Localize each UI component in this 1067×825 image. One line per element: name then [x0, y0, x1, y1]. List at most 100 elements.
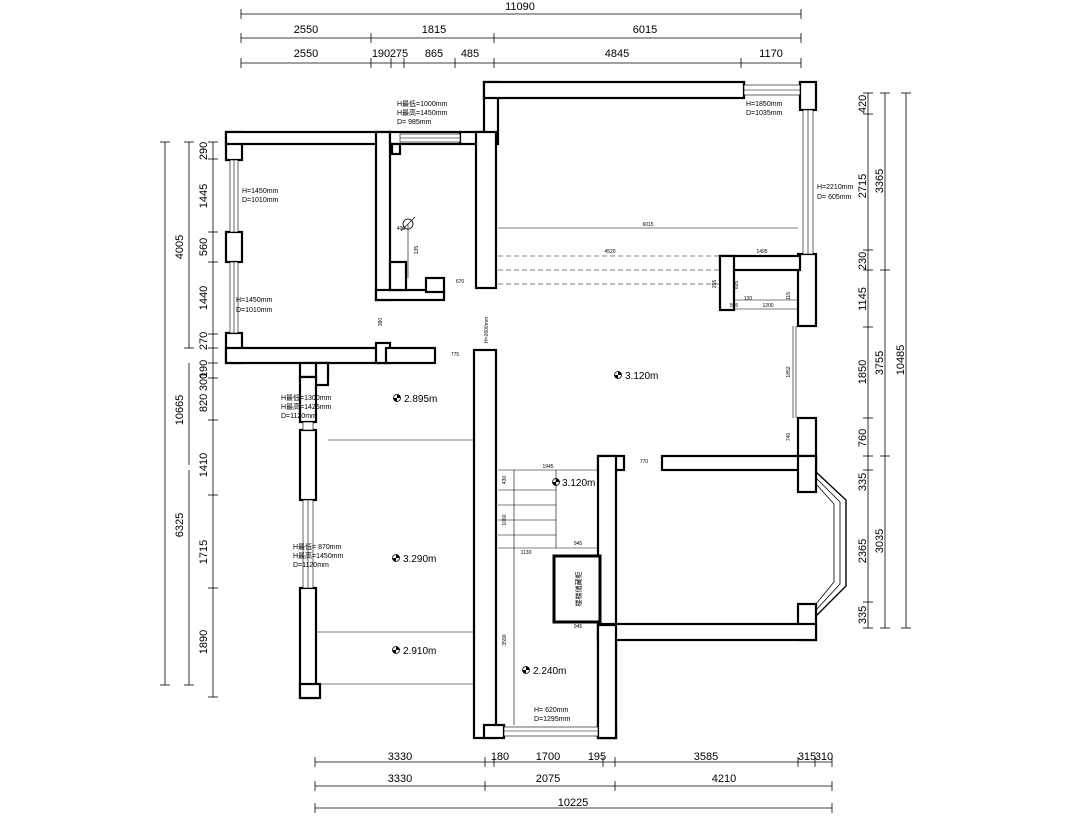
dim-right-3: 1145: [857, 287, 869, 311]
dim-left-4: 270: [198, 332, 210, 350]
svg-text:115: 115: [786, 292, 792, 300]
svg-text:D=1120mm: D=1120mm: [293, 562, 329, 569]
level-left-top: 2.895m: [404, 394, 437, 405]
svg-text:H=1450mm: H=1450mm: [236, 297, 273, 304]
svg-text:4520: 4520: [604, 249, 615, 255]
window-notes: H最低=1000mm H最高=1450mm D= 985mm H=1850mm …: [236, 99, 854, 723]
dim-right-mid-0: 3365: [874, 169, 886, 193]
svg-text:775: 775: [451, 352, 460, 358]
inner-dimensions: 6015 4520 1495 670 775 380 400 135 H=260…: [378, 222, 792, 646]
svg-text:740: 740: [786, 433, 792, 442]
svg-text:380: 380: [378, 318, 384, 327]
svg-text:1945: 1945: [542, 464, 553, 470]
dim-right-1: 2715: [857, 174, 869, 198]
svg-text:6015: 6015: [642, 222, 653, 228]
svg-text:H= 620mm: H= 620mm: [534, 707, 569, 714]
level-markers: 3.120m 2.895m 3.290m 2.910m 3.120m 2.240…: [392, 371, 658, 677]
level-marker-icon: [552, 478, 560, 486]
dim-left-5: 190: [198, 360, 210, 378]
windows: [229, 84, 814, 737]
left-dimensions: 290 1445 560 1440 270 190 300 820 1410 1…: [160, 141, 218, 698]
svg-text:H=2210mm: H=2210mm: [817, 184, 854, 191]
dim-right-5: 760: [857, 429, 869, 447]
dim-right-0: 420: [857, 95, 869, 113]
dim-bot-1-1: 180: [491, 751, 509, 763]
svg-text:400: 400: [397, 226, 406, 232]
svg-text:3590: 3590: [502, 634, 508, 645]
level-left-mid: 3.290m: [403, 554, 436, 565]
dim-top-2-2: 6015: [633, 24, 657, 36]
dim-top-3-0: 2550: [294, 48, 318, 60]
dim-top-3-6: 1170: [759, 48, 783, 60]
level-marker-icon: [392, 646, 400, 654]
svg-text:D=1010mm: D=1010mm: [242, 197, 279, 204]
svg-text:D= 985mm: D= 985mm: [397, 119, 432, 126]
dim-bot-1-5: 315: [798, 751, 816, 763]
level-stair-bottom: 2.240m: [533, 666, 566, 677]
dim-left-outer-2: 6325: [174, 513, 186, 537]
bay-window: [815, 471, 847, 617]
dim-left-3: 1440: [198, 286, 210, 310]
dim-left-outer-0: 4005: [174, 235, 186, 259]
svg-text:H=1850mm: H=1850mm: [746, 101, 783, 108]
dim-right-8: 335: [857, 606, 869, 624]
level-stair-top: 3.120m: [562, 478, 595, 489]
dim-left-8: 1410: [198, 453, 210, 477]
dim-right-2: 230: [857, 252, 869, 270]
svg-text:670: 670: [456, 279, 465, 285]
walls: [224, 80, 818, 740]
svg-text:770: 770: [640, 459, 649, 465]
svg-text:505: 505: [730, 303, 739, 309]
level-marker-icon: [614, 371, 622, 379]
svg-text:H最高=1450mm: H最高=1450mm: [293, 551, 344, 560]
dim-left-outer-1: 10665: [174, 395, 186, 426]
svg-text:H最高=1450mm: H最高=1450mm: [397, 108, 448, 117]
right-dimensions: 420 2715 230 1145 1850 760 335 2365 335 …: [857, 92, 911, 629]
dim-right-mid-2: 3035: [874, 529, 886, 553]
svg-text:120: 120: [744, 296, 753, 302]
dim-bot-1-0: 3330: [388, 751, 412, 763]
svg-text:H=1450mm: H=1450mm: [242, 188, 279, 195]
svg-text:1130: 1130: [521, 550, 532, 556]
svg-text:H最低=1000mm: H最低=1000mm: [397, 99, 448, 108]
level-marker-icon: [393, 394, 401, 402]
svg-text:1495: 1495: [756, 249, 767, 255]
dim-right-total: 10485: [895, 345, 907, 376]
dim-bot-1-6: 310: [815, 751, 833, 763]
dim-bot-1-2: 1700: [536, 751, 560, 763]
level-marker-icon: [392, 554, 400, 562]
dim-top-3-5: 4845: [605, 48, 629, 60]
storage-label: 楼梯储藏柜: [574, 572, 583, 607]
dim-top-3-1: 190: [372, 48, 390, 60]
svg-text:D= 605mm: D= 605mm: [817, 194, 852, 201]
svg-text:D=1035mm: D=1035mm: [746, 110, 783, 117]
dim-bot-1-3: 195: [588, 751, 606, 763]
dim-bot-total: 10225: [558, 797, 589, 809]
dim-bot-2-0: 3330: [388, 773, 412, 785]
dim-right-mid-1: 3755: [874, 351, 886, 375]
dim-top-3-4: 485: [461, 48, 479, 60]
svg-text:135: 135: [414, 246, 420, 255]
dim-bot-2-1: 2075: [536, 773, 560, 785]
dim-left-2: 560: [198, 238, 210, 256]
dim-left-10: 1890: [198, 630, 210, 654]
dim-top-2-0: 2550: [294, 24, 318, 36]
level-main: 3.120m: [625, 371, 658, 382]
dim-right-7: 2365: [857, 539, 869, 563]
dim-top-3-3: 865: [425, 48, 443, 60]
dim-left-1: 1445: [198, 184, 210, 208]
dim-top-total: 11090: [505, 1, 535, 13]
dim-left-0: 290: [198, 142, 210, 160]
dim-top-2-1: 1815: [422, 24, 446, 36]
level-marker-icon: [522, 666, 530, 674]
dim-right-4: 1850: [857, 360, 869, 384]
dim-bot-1-4: 3585: [694, 751, 718, 763]
dim-left-9: 1715: [198, 540, 210, 564]
dim-left-7: 820: [198, 394, 210, 412]
svg-text:H最高=1425mm: H最高=1425mm: [281, 402, 332, 411]
svg-text:945: 945: [574, 624, 583, 630]
top-dimensions: 11090 2550 1815 6015 2550 190 275 865 48…: [240, 1, 802, 68]
bottom-dimensions: 3330 180 1700 195 3585 315 310 3330 2075…: [314, 751, 833, 813]
svg-text:H最低= 870mm: H最低= 870mm: [293, 542, 342, 551]
